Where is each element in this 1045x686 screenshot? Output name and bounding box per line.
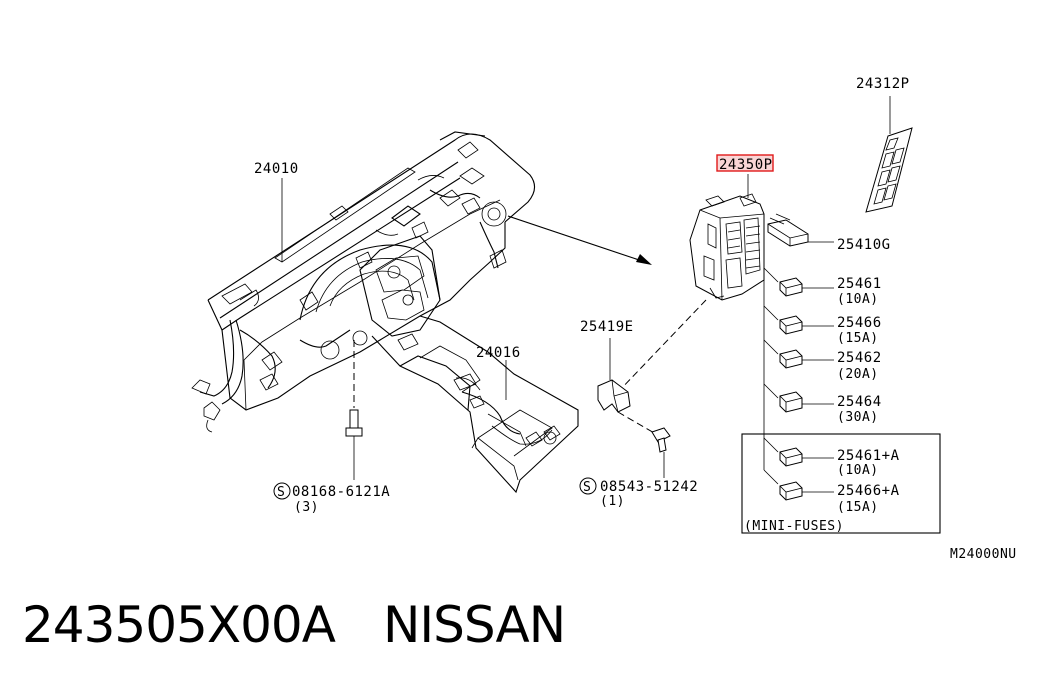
label-24016: 24016 xyxy=(476,345,521,361)
part-number: 243505X00A xyxy=(22,596,336,654)
bolt-left xyxy=(345,340,363,480)
label-25466: 25466 xyxy=(837,315,882,331)
label-24010: 24010 xyxy=(254,161,299,177)
label-08543: 08543-51242 xyxy=(600,479,698,495)
s-symbol-left: S xyxy=(277,485,285,500)
diagram-code: M24000NU xyxy=(950,547,1017,562)
screw-right xyxy=(651,427,671,478)
highlight-fill xyxy=(717,155,773,171)
label-25464-amp: (30A) xyxy=(837,410,879,425)
instrument-panel-drawing xyxy=(191,131,652,433)
label-25462-amp: (20A) xyxy=(837,367,879,382)
label-08168-qty: (3) xyxy=(294,500,319,515)
label-24312p: 24312P xyxy=(856,76,910,92)
bracket-25419e xyxy=(597,299,707,435)
label-25419e: 25419E xyxy=(580,319,634,335)
fuse-leaders xyxy=(763,258,834,493)
label-08543-qty: (1) xyxy=(600,494,625,509)
label-25466-amp: (15A) xyxy=(837,331,879,346)
brand-name: NISSAN xyxy=(382,596,566,654)
label-25410g: 25410G xyxy=(837,237,891,253)
label-25462: 25462 xyxy=(837,350,882,366)
part-caption: 243505X00A NISSAN xyxy=(22,596,613,654)
label-mini-fuses: (MINI-FUSES) xyxy=(744,519,844,534)
fuse-icons xyxy=(779,277,803,501)
label-bolt-right: S 08543-51242 (1) xyxy=(579,477,698,509)
label-25466a-amp: (15A) xyxy=(837,500,879,515)
label-25464: 25464 xyxy=(837,394,882,410)
center-console-drawing xyxy=(371,315,579,494)
label-25466a: 25466+A xyxy=(837,483,900,499)
mini-fuses-box xyxy=(741,433,941,534)
label-25461a-amp: (10A) xyxy=(837,463,879,478)
label-25461: 25461 xyxy=(837,276,882,292)
fuse-block xyxy=(689,174,765,301)
label-25461a: 25461+A xyxy=(837,448,900,464)
highlight-box xyxy=(716,154,774,172)
relay-25410g xyxy=(767,213,834,247)
grille-24312p xyxy=(865,96,913,213)
label-bolt-left: S 08168-6121A (3) xyxy=(273,482,390,515)
label-24350p: 24350P xyxy=(719,157,773,173)
label-25461-amp: (10A) xyxy=(837,292,879,307)
s-symbol-right: S xyxy=(583,480,591,495)
label-08168: 08168-6121A xyxy=(292,484,390,500)
